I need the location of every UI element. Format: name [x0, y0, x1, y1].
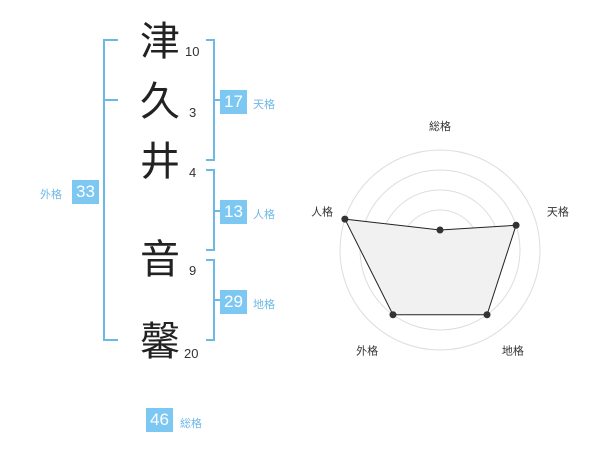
stroke-count-1: 10 — [185, 44, 200, 59]
radar-axis-label-4: 外格 — [356, 343, 378, 357]
tenkaku-label: 天格 — [253, 98, 275, 111]
radar-grid-ring — [339, 149, 541, 351]
soukaku-value: 46 — [146, 408, 173, 432]
radar-points — [341, 215, 520, 319]
radar-axis-label-2: 天格 — [547, 205, 569, 219]
jinkaku-value: 13 — [220, 200, 247, 224]
gaikaku-label: 外格 — [40, 188, 62, 201]
name-char-5: 馨 — [140, 319, 180, 365]
stroke-count-4: 9 — [189, 263, 197, 278]
radar-axis-label-5: 人格 — [311, 205, 333, 219]
jinkaku-label: 人格 — [253, 208, 275, 221]
radar-point-5 — [341, 215, 349, 223]
name-char-3: 井 — [140, 139, 180, 185]
radar-axis-label-3: 地格 — [502, 343, 524, 357]
stroke-count-2: 3 — [189, 105, 197, 120]
chikaku-value: 29 — [220, 290, 247, 314]
name-char-2: 久 — [140, 79, 180, 125]
radar-axis-label-1: 総格 — [429, 119, 451, 133]
radar-series-polygon — [344, 218, 517, 316]
soukaku-label: 総格 — [180, 417, 202, 430]
name-char-1: 津 — [140, 19, 180, 65]
chikaku-label: 地格 — [253, 298, 275, 311]
gaikaku-value: 33 — [72, 180, 99, 204]
tenkaku-value: 17 — [220, 90, 247, 114]
stroke-count-5: 20 — [184, 346, 199, 361]
radar-point-2 — [512, 221, 520, 229]
radar-point-1 — [436, 226, 444, 234]
radar-point-3 — [483, 311, 491, 319]
name-char-4: 音 — [140, 237, 180, 283]
stroke-count-3: 4 — [189, 165, 197, 180]
radar-point-4 — [389, 311, 397, 319]
